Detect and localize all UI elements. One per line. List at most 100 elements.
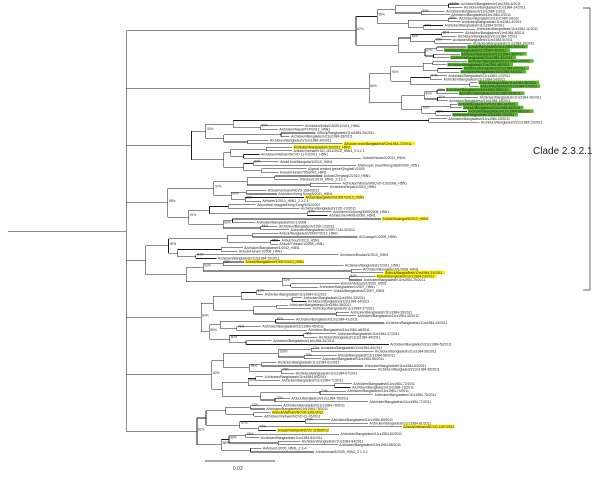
bootstrap-value: 81%	[258, 289, 265, 293]
green-highlight	[479, 84, 541, 88]
leaf-label: A/chicken/Bangladesh/12VIR-7140-9/2012	[291, 228, 355, 232]
leaf-label: A/duck/Bangladesh/19097/2013_H5N1	[246, 260, 305, 264]
leaf-label: A/chicken/Bangladesh/11rs1984-62/2011	[459, 92, 521, 96]
leaf-label: A/chicken/Bangladesh/11rs1984-11/2011	[477, 27, 538, 31]
leaf-label: A/chicken/Bangladesh/11rs1984-65/2011	[378, 368, 440, 372]
leaf-label: A/chicken/Bangladesh/11rs1984-41/2011	[296, 317, 358, 321]
leaf-label: A/duck/Hunan/795/2002_H5N1	[280, 171, 327, 175]
leaf-label: A/chicken/India/CA0201/2011_H5N1	[305, 124, 360, 128]
bootstrap-value: 99%	[422, 9, 429, 13]
leaf-label: A/chicken/Bangladesh/11rs1984-20/2011	[448, 117, 510, 121]
leaf-label: A/duck/Bangladesh/11rs1984-21/2011	[385, 271, 442, 275]
leaf-label: A/chicken/Bangladesh/1/2011_H5N1	[345, 264, 400, 268]
bootstrap-value: 98%	[449, 16, 456, 20]
bootstrap-value: 72%	[251, 403, 258, 407]
green-highlight	[460, 69, 527, 74]
bootstrap-value: 95%	[378, 13, 385, 17]
leaf-label: A/chicken/Bangladesh/11rs1984-81/2011	[369, 421, 431, 425]
bootstrap-value: 95%	[436, 38, 443, 42]
bootstrap-value: 98%	[249, 378, 256, 382]
leaf-label: A/chicken/Nepal/T1P/2012_H5N1	[279, 128, 330, 132]
leaf-label: A/duck/Bangladesh/19097/2013_H5N1	[279, 231, 338, 235]
bootstrap-value: 91%	[437, 109, 444, 113]
leaf-label: A/chicken/Bangladesh/11rs1984-70/2011	[453, 113, 515, 117]
green-highlight	[457, 102, 519, 106]
leaf-label: A/chicken/Bangladesh/11rs1984-16/2011	[480, 95, 542, 99]
bootstrap-value: 77%	[313, 346, 320, 350]
leaf-label: A/chicken/Bangladesh/11rs1984-63/2011	[365, 364, 427, 368]
leaf-label: A/chicken/Vietnam/NCVD-016/2008_H5N1	[343, 181, 408, 185]
leaf-label: A/chicken/Bangladesh/11rs1984-9/2011	[453, 38, 513, 42]
leaf-label: A/chicken/Hong Kong/5/2011_H5N1	[278, 192, 332, 196]
leaf-label: A/chicken/Bangladesh/11rs1984-36/2011	[289, 303, 351, 307]
leaf-label: A/chicken/Bangladesh/10/2011_H5N1	[294, 145, 351, 149]
leaf-label: A/duck/Vietnam/NCVD-1161/2012	[272, 411, 323, 415]
leaf-label: A/duck/Bangladesh/11rs1984-58/2011	[338, 353, 395, 357]
leaf-label: A/Guangxi/1/2009_H5N1	[359, 235, 397, 239]
bootstrap-value: 94%	[431, 73, 438, 77]
green-highlight	[467, 59, 534, 63]
leaf-label: A/chicken/Bangladesh/11rs1984-54/2011	[321, 346, 383, 350]
bootstrap-value: 89%	[254, 159, 261, 163]
bootstrap-value: 64%	[232, 192, 239, 196]
leaf-label: A/chicken/Bangladesh/11rs1984-3/2011	[459, 16, 519, 20]
scale-bar-label: 0.02	[233, 466, 243, 472]
leaf-label: A/Hubei/1/2010_H5N1_2.3.2.1	[300, 178, 346, 182]
leaf-label: A/duck/Bangladesh/11rs1984-23/2011	[377, 274, 434, 278]
leaf-label: A/chicken/Bangladesh/11rs1984-4/2011	[462, 20, 522, 24]
tree-highlights	[245, 44, 541, 432]
leaf-label: A/chicken/Bangladesh/11rs1984-42/2011	[451, 56, 513, 60]
leaf-label: A/chicken/Bangladesh/1/2012_H5N1	[244, 246, 300, 250]
leaf-label: A/chicken/Bangladesh/11rs1984-48/2011	[448, 63, 510, 67]
bootstrap-value: 85%	[169, 199, 176, 203]
leaf-label: A/chicken/Bangladesh/11rs1984-52/2011	[461, 70, 523, 74]
bootstrap-value: 75%	[282, 367, 289, 371]
leaf-label: A/duck/Bangladesh/11rs1984-66/2011	[464, 106, 521, 110]
leaf-label: A/chicken/Bangladesh/11rs1984-46/2011	[308, 328, 370, 332]
leaf-label: A/chicken/Bangladesh/11rs1984-77/2011	[369, 400, 431, 404]
leaf-label: A/chicken/Vietnam/NCVD-11-01/2011_H5N1	[261, 153, 328, 157]
leaf-label: A/chicken/Bangladesh/11rs1984-8/2011	[465, 31, 525, 35]
leaf-label: A/chicken/Bangladesh/11rs1984-84/2011	[302, 439, 364, 443]
leaf-label: A/chicken/Bangladesh/11rs1984-43/2011	[386, 321, 448, 325]
yellow-highlight	[277, 428, 329, 432]
clade-label: Clade 2.3.2.1	[533, 146, 593, 157]
leaf-label: A/duck/Yunnan/1/2008_H5N1	[279, 242, 324, 246]
leaf-label: A/chicken/Bangladesh/11rs1984-72/2011	[353, 382, 415, 386]
bootstrap-value: 90%	[261, 124, 268, 128]
bootstrap-value: 79%	[238, 324, 245, 328]
leaf-label: A/chicken/Bangladesh/11rs1984-75/2011	[375, 393, 437, 397]
leaf-label: A/whooper swan/Mongolia/6/2009_H5N1	[358, 163, 420, 167]
yellow-highlight	[376, 274, 437, 278]
tree-labels: A/chicken/Bangladesh/11rs1984-6/2011A/ch…	[218, 2, 543, 454]
bootstrap-value: 88%	[223, 441, 230, 445]
bootstrap-value: 83%	[224, 260, 231, 264]
leaf-label: A/chicken/Bangladesh/11rs1984-6/2011	[461, 2, 521, 6]
leaf-label: A/chicken/Bangladesh/11rs1984-22/2011	[481, 120, 543, 124]
leaf-label: A/chicken/Bangladesh/11rs1984-44/2011	[468, 59, 530, 63]
bootstrap-value: 88%	[246, 195, 253, 199]
leaf-label: A/chicken/Bangladesh/11rs1984-68/2011	[468, 110, 530, 114]
leaf-label: A/chicken/Bangladesh/1/2008_H5N1	[363, 267, 419, 271]
bootstrap-value: 61%	[284, 278, 291, 282]
leaf-label: A/chicken/Guiyang/3055/2005_H5N1	[333, 210, 389, 214]
leaf-label: A/chicken/Bangladesh/11rs1984-45/2011	[262, 325, 324, 329]
leaf-label: A/Hubei/1/2010_H5N1_2.3.2.1	[262, 199, 308, 203]
green-highlight	[478, 80, 540, 85]
bootstrap-value: 68%	[412, 34, 419, 38]
leaf-label: A/duck/Vietnam/1/2005_H5N1	[341, 282, 387, 286]
green-highlight	[444, 48, 510, 52]
leaf-label: A/chicken/Bangladesh/11rs1984-28/2011	[291, 135, 353, 139]
bootstrap-value: 84%	[202, 314, 209, 318]
leaf-label: A/chicken/Bangladesh/1/2007_H5N1	[320, 285, 376, 289]
leaf-label: A/wild bird/Mongolia/1/2010_H5N1	[280, 160, 332, 164]
leaf-label: A/common magpie/Hong Kong/5052/2007	[257, 203, 320, 207]
leaf-label: A/duck/Vietnam/HU1-1151/2012_H5N1_2.3.2.…	[294, 149, 365, 153]
bootstrap-value: 97%	[425, 23, 432, 27]
leaf-label: A/duck/Bangladesh/11rs1984-55/2011	[479, 81, 536, 85]
green-highlight	[450, 55, 517, 60]
bootstrap-value: 93%	[207, 127, 214, 131]
leaf-label: A/chicken/Bangladesh/11rs1984-31/2011	[265, 292, 327, 296]
leaf-label: A/Shenzhen/406H/2006_H5N1	[329, 214, 376, 218]
